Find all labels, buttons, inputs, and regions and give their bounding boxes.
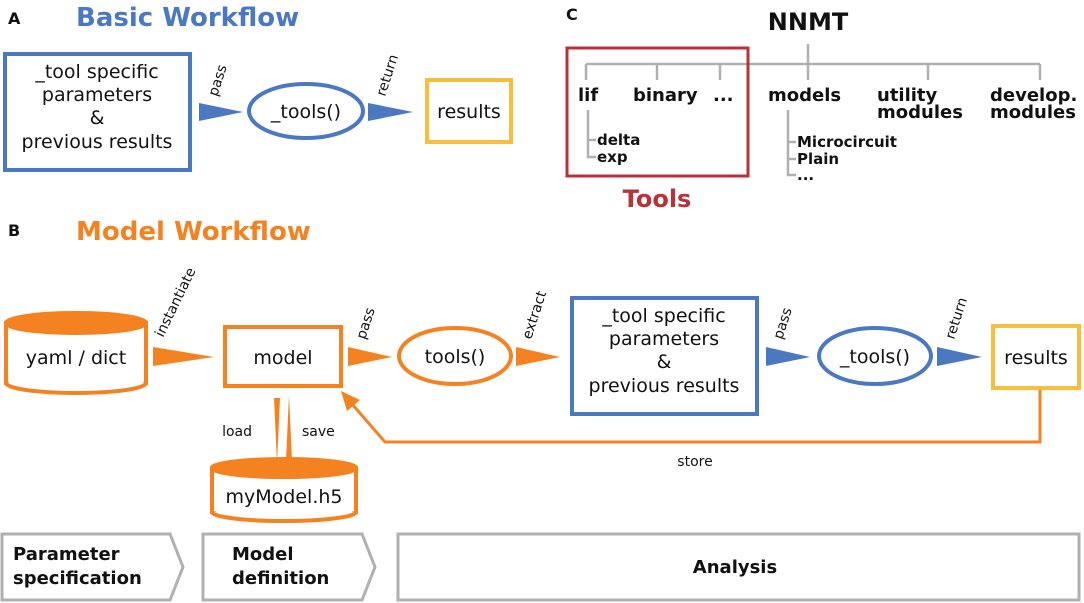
pass-to-tools-label: pass	[771, 306, 796, 341]
results-label: results	[1004, 347, 1068, 369]
stage-parameter-line-1: Parameter	[13, 544, 120, 565]
tools-caption: Tools	[623, 185, 692, 213]
basic-pass-label: pass	[206, 63, 231, 98]
basic-results-label: results	[437, 101, 501, 123]
tree-item-exp: exp	[597, 148, 628, 166]
model-file-cylinder	[210, 457, 358, 523]
tree-item-microcircuit: Microcircuit	[797, 133, 897, 151]
tree-item-utility-line-2: modules	[877, 102, 963, 123]
tree-root: NNMT	[768, 8, 849, 36]
model-file-label: myModel.h5	[226, 486, 343, 508]
model-params-box	[570, 296, 759, 416]
basic-params-line-1: _tool specific	[34, 61, 158, 83]
panel-a-title: Basic Workflow	[76, 3, 299, 33]
panel-b: B Model Workflow yaml / dict instantiate…	[0, 217, 1081, 602]
stage-parameter-line-2: specification	[13, 568, 142, 589]
store-arrow-line	[350, 390, 1042, 444]
panel-a: A Basic Workflow _tool specific paramete…	[3, 3, 513, 172]
stage-model-definition	[201, 532, 377, 602]
tree-item-models: models	[768, 85, 841, 106]
stage-analysis	[396, 532, 1081, 602]
model-label: model	[253, 347, 312, 369]
model-params-line-3: &	[657, 351, 672, 373]
panel-b-letter: B	[8, 221, 20, 240]
basic-tools-ellipse	[247, 82, 365, 140]
extract-arrow	[516, 347, 560, 366]
tree-item-models-ellipsis: ...	[797, 166, 814, 184]
tree-item-tools-ellipsis: ...	[713, 85, 734, 106]
instantiate-arrow	[153, 347, 214, 366]
tools-label: tools()	[425, 346, 486, 368]
basic-params-line-4: previous results	[22, 131, 173, 153]
basic-tools-label: _tools()	[270, 101, 341, 123]
basic-return-arrow	[368, 103, 413, 121]
basic-params-box	[3, 52, 192, 172]
tree-item-binary: binary	[633, 85, 698, 106]
tree-item-plain: Plain	[797, 150, 839, 168]
model-params-line-2: parameters	[609, 328, 719, 350]
load-arrow	[274, 398, 280, 463]
stage-model-line-2: definition	[232, 568, 329, 589]
inner-tools-ellipse	[817, 326, 933, 386]
panel-c-letter: C	[566, 5, 578, 24]
tree-item-delta: delta	[597, 131, 640, 149]
pass-to-tools-arrow	[766, 347, 810, 366]
model-pass-label: pass	[354, 306, 379, 341]
yaml-dict-label: yaml / dict	[26, 347, 126, 369]
tools-group-box	[565, 46, 750, 178]
extract-label: extract	[520, 289, 551, 342]
basic-params-line-2: parameters	[42, 84, 152, 106]
stage-model-line-1: Model	[232, 544, 294, 565]
return-label: return	[943, 296, 971, 342]
model-pass-arrow	[348, 347, 392, 366]
panel-a-letter: A	[8, 9, 21, 28]
tree-item-develop-line-2: modules	[990, 102, 1076, 123]
panel-c: C NNMT lif binary ... delta exp models M…	[565, 5, 1077, 213]
return-arrow	[937, 347, 982, 366]
basic-pass-arrow	[199, 103, 243, 121]
panel-b-title: Model Workflow	[76, 217, 311, 247]
basic-return-label: return	[374, 53, 402, 99]
tree-item-utility-line-1: utility	[877, 85, 938, 106]
stage-analysis-label: Analysis	[693, 557, 777, 578]
tree-lines	[584, 44, 1042, 177]
tools-ellipse	[397, 326, 513, 386]
basic-params-line-3: &	[90, 107, 105, 129]
save-label: save	[302, 424, 335, 440]
load-label: load	[222, 424, 252, 440]
store-arrowhead	[341, 391, 360, 411]
yaml-dict-cylinder	[4, 311, 148, 395]
save-arrow	[286, 395, 292, 460]
store-label: store	[677, 454, 712, 470]
model-params-line-1: _tool specific	[601, 305, 725, 327]
basic-results-box	[425, 78, 513, 144]
stage-parameter-specification	[0, 532, 185, 602]
results-box	[991, 324, 1081, 390]
instantiate-label: instantiate	[152, 265, 199, 339]
model-box	[223, 325, 343, 388]
inner-tools-label: _tools()	[839, 346, 910, 368]
tree-item-lif: lif	[578, 85, 598, 106]
model-params-line-4: previous results	[589, 375, 740, 397]
tree-item-develop-line-1: develop.	[990, 85, 1077, 106]
